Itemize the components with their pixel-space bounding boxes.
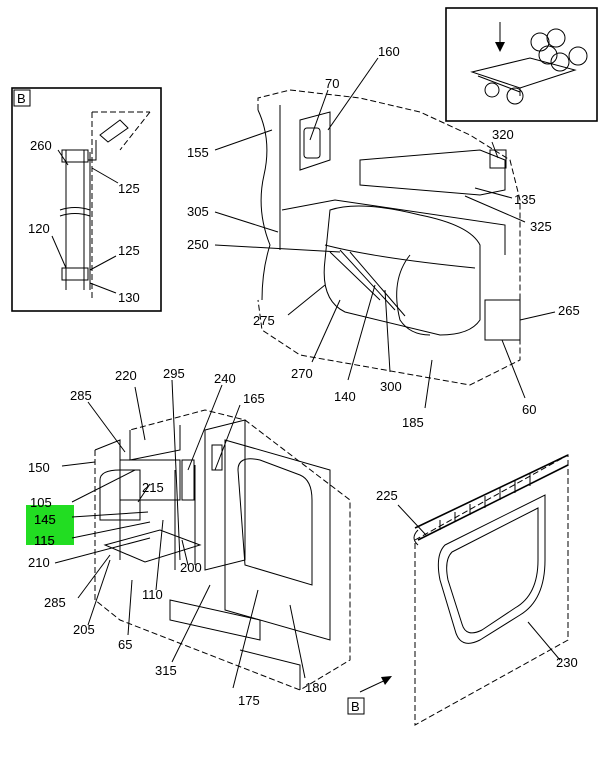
callout-320: 320 (492, 127, 514, 142)
highlight-labels: 145 115 (34, 512, 56, 548)
view-marker-label: B (351, 699, 360, 714)
callout-215: 215 (142, 480, 164, 495)
callout-145-hl: 145 (34, 512, 56, 527)
callout-225: 225 (376, 488, 398, 503)
callout-250: 250 (187, 237, 209, 252)
vehicle-locator-inset (445, 7, 598, 122)
callout-205: 205 (73, 622, 95, 637)
view-b-marker: B (347, 676, 392, 715)
callout-325: 325 (530, 219, 552, 234)
callout-60: 60 (522, 402, 536, 417)
callout-200: 200 (180, 560, 202, 575)
detail-label: B (17, 91, 26, 106)
callout-305: 305 (187, 204, 209, 219)
callout-220: 220 (115, 368, 137, 383)
callout-150: 150 (28, 460, 50, 475)
callout-285-bottom: 285 (44, 595, 66, 610)
callout-115-hl: 115 (34, 533, 55, 548)
callout-135: 135 (514, 192, 536, 207)
lower-right-panel-view: 225 230 (376, 454, 578, 726)
callout-125-top: 125 (118, 181, 140, 196)
highlight-box (26, 505, 74, 545)
upper-sleeper-view: 70 160 155 320 135 305 325 250 265 275 2… (187, 44, 580, 430)
callout-130: 130 (118, 290, 140, 305)
callout-165: 165 (243, 391, 265, 406)
callout-260: 260 (30, 138, 52, 153)
lower-cabinet-view: 285 220 295 240 165 150 215 105 145 115 … (26, 366, 351, 708)
callout-185: 185 (402, 415, 424, 430)
callout-110: 110 (142, 587, 163, 602)
callout-230: 230 (556, 655, 578, 670)
callout-300: 300 (380, 379, 402, 394)
callout-295: 295 (163, 366, 185, 381)
callout-125-bottom: 125 (118, 243, 140, 258)
callout-140: 140 (334, 389, 356, 404)
callout-115: 115 (34, 533, 55, 548)
callout-105: 105 (30, 495, 52, 510)
callout-270: 270 (291, 366, 313, 381)
callout-285-top: 285 (70, 388, 92, 403)
callout-180: 180 (305, 680, 327, 695)
callout-155: 155 (187, 145, 209, 160)
callout-70: 70 (325, 76, 339, 91)
callout-315: 315 (155, 663, 177, 678)
callout-160: 160 (378, 44, 400, 59)
callout-65: 65 (118, 637, 132, 652)
callout-145: 145 (34, 512, 56, 527)
callout-240: 240 (214, 371, 236, 386)
callout-265: 265 (558, 303, 580, 318)
callout-210: 210 (28, 555, 50, 570)
callout-120: 120 (28, 221, 50, 236)
detail-b-inset: B 260 125 120 125 130 (11, 87, 162, 312)
callout-175: 175 (238, 693, 260, 708)
callout-275: 275 (253, 313, 275, 328)
